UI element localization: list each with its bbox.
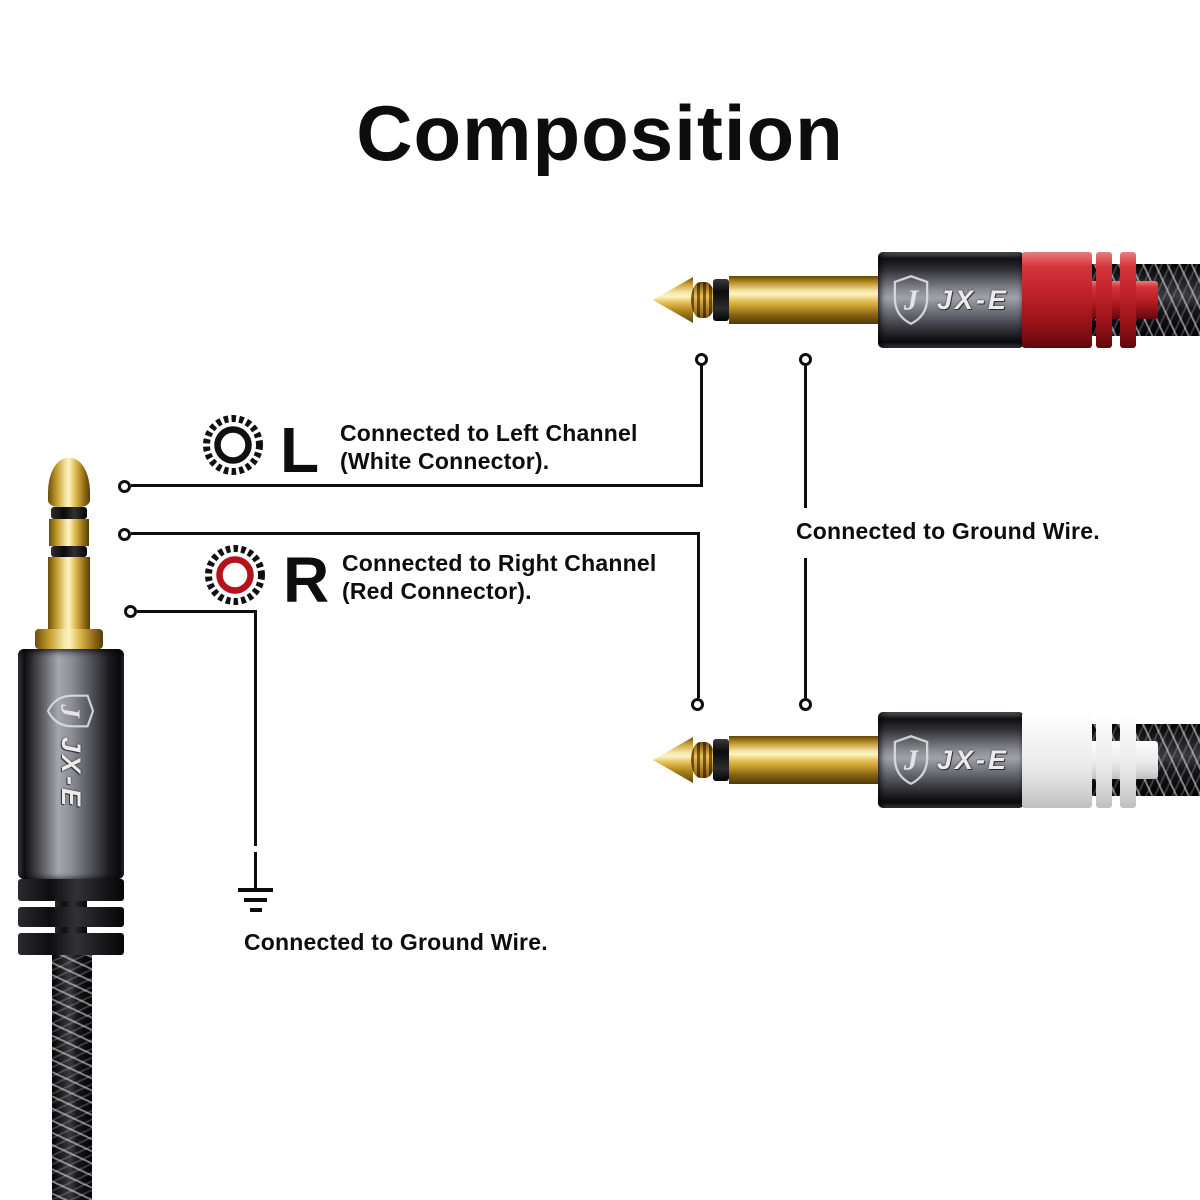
left-channel-line-vertical (700, 365, 703, 487)
white-relief-fin (1096, 712, 1112, 808)
jxe-shield-logo-icon: J (893, 735, 929, 786)
red-ts-plug: J JX-E (650, 250, 1200, 350)
page-title: Composition (356, 89, 844, 177)
aux-relief-fin (18, 933, 124, 955)
left-channel-line-horizontal (131, 484, 703, 487)
ground-left-line-horizontal (137, 610, 257, 613)
brand-text: JX-E (937, 284, 1010, 315)
white-plug-insulator-ring (713, 739, 729, 781)
red-plug-neck (691, 282, 715, 318)
ground-wire-label-mid: Connected to Ground Wire. (796, 518, 1100, 544)
connection-dot-red-sleeve (799, 353, 812, 366)
shield-letter: J (903, 746, 919, 777)
left-channel-label-line1: Connected to Left Channel (340, 420, 638, 446)
red-strain-relief-band (1022, 252, 1092, 348)
white-plug-shaft (729, 736, 878, 784)
connection-dot-aux-ring (118, 528, 131, 541)
left-channel-label: Connected to Left Channel (White Connect… (340, 419, 638, 475)
brand-text: JX-E (937, 744, 1010, 775)
right-channel-connector-icon (205, 545, 265, 605)
aux-plug-barrel: J JX-E (18, 649, 124, 879)
right-channel-line-horizontal (131, 532, 700, 535)
red-plug-barrel: J JX-E (878, 252, 1024, 348)
aux-relief-fin (18, 879, 124, 901)
white-plug-neck (691, 742, 715, 778)
ground-right-line-lower (804, 558, 807, 698)
left-channel-connector-icon (203, 415, 263, 475)
white-strain-relief-band (1022, 712, 1092, 808)
right-channel-letter: R (283, 544, 330, 616)
brand-text: JX-E (56, 737, 87, 810)
right-channel-label-line2: (Red Connector). (342, 578, 532, 604)
left-channel-label-line2: (White Connector). (340, 448, 550, 474)
aux-plug-insulator-ring (51, 507, 87, 519)
right-channel-label-line1: Connected to Right Channel (342, 550, 657, 576)
jxe-shield-logo-icon: J (893, 275, 929, 326)
aux-plug-sleeve-contact (48, 557, 90, 629)
red-plug-tip-icon (653, 277, 693, 323)
ground-right-line-upper (804, 366, 807, 508)
right-channel-label: Connected to Right Channel (Red Connecto… (342, 549, 656, 605)
connection-dot-red-tip (695, 353, 708, 366)
red-relief-fin (1120, 252, 1136, 348)
white-ts-plug: J JX-E (650, 710, 1200, 810)
shield-letter: J (56, 703, 86, 719)
red-relief-fin (1096, 252, 1112, 348)
connection-dot-white-sleeve (799, 698, 812, 711)
aux-plug-insulator-ring (51, 546, 87, 557)
aux-plug-logo-group: J JX-E (18, 685, 124, 865)
aux-plug-cable (52, 955, 92, 1200)
aux-trs-plug: J JX-E (10, 455, 140, 1200)
connection-dot-aux-tip (118, 480, 131, 493)
right-channel-line-vertical (697, 532, 700, 698)
aux-plug-flange (35, 629, 103, 649)
connection-dot-aux-sleeve (124, 605, 137, 618)
red-plug-shaft (729, 276, 878, 324)
ground-wire-label-bottom: Connected to Ground Wire. (244, 929, 548, 955)
ground-left-line-vertical (254, 610, 257, 846)
jxe-shield-logo-icon: J (47, 694, 95, 728)
connection-dot-white-tip (691, 698, 704, 711)
left-channel-letter: L (280, 414, 320, 486)
shield-letter: J (903, 286, 919, 317)
aux-relief-fin (18, 907, 124, 927)
white-plug-barrel: J JX-E (878, 712, 1024, 808)
white-relief-fin (1120, 712, 1136, 808)
aux-plug-ring-contact (49, 519, 89, 546)
red-plug-insulator-ring (713, 279, 729, 321)
aux-plug-tip-icon (48, 458, 90, 507)
white-plug-tip-icon (653, 737, 693, 783)
